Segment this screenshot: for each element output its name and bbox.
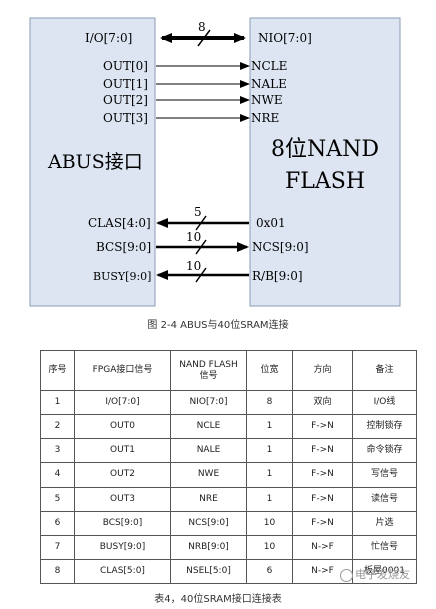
io-right-label: NIO[7:0] [258,31,312,45]
table-cell: 6 [246,558,293,585]
table-cell: 板屋0001 [352,558,417,585]
table-cell: 写信号 [352,462,417,488]
table-cell: 7 [40,534,75,560]
nale-label: NALE [251,77,287,91]
table-cell: F->N [292,486,353,512]
table-header-cell: FPGA接口信号 [74,350,171,391]
table-cell: F->N [292,414,353,440]
table-cell: 8 [40,558,75,585]
table-cell: 忙信号 [352,534,417,560]
table-cell: 3 [40,438,75,464]
table-cell: NSEL[5:0] [170,558,247,585]
table-cell: 读信号 [352,486,417,512]
const-label: 0x01 [256,216,286,230]
table-cell: 命令锁存 [352,438,417,464]
busy-slash [195,267,207,283]
rb-label: R/B[9:0] [252,269,303,283]
table-cell: NALE [170,438,247,464]
out1-label: OUT[1] [103,77,148,91]
table-cell: OUT1 [74,438,171,464]
nre-label: NRE [251,111,279,125]
table-cell: 6 [40,510,75,536]
table-cell: F->N [292,438,353,464]
table-cell: 8 [246,389,293,416]
io-bus-slash [197,29,211,47]
table-header-cell: 序号 [40,350,75,391]
out0-label: OUT[0] [103,59,148,73]
table-header-cell: 备注 [352,350,417,391]
table-cell: 1 [246,486,293,512]
bcs-slash [195,239,207,255]
watermark-text: 电子发烧友 [355,568,410,581]
table-cell: 1 [40,389,75,416]
table-cell: 4 [40,462,75,488]
abus-interface-block [29,17,156,307]
io-left-label: I/O[7:0] [85,31,132,45]
ncle-label: NCLE [251,59,287,73]
table-cell: 5 [40,486,75,512]
table-cell: NRB[9:0] [170,534,247,560]
table-cell: N->F [292,534,353,560]
table-cell: 2 [40,414,75,440]
table-cell: F->N [292,462,353,488]
table-cell: I/O线 [352,389,417,416]
table-header-cell: 位宽 [246,350,293,391]
table-cell: BUSY[9:0] [74,534,171,560]
out3-label: OUT[3] [103,111,148,125]
figure-caption: 图 2-4 ABUS与40位SRAM连接 [147,320,289,331]
clas-slash [195,215,207,231]
table-caption: 表4，40位SRAM接口连接表 [154,594,282,605]
out2-label: OUT[2] [103,93,148,107]
busy-width: 10 [186,259,201,273]
table-cell: 10 [246,534,293,560]
table-header-cell: 方向 [292,350,353,391]
table-header-cell: NAND FLASH 信号 [170,350,247,391]
table-cell: NWE [170,462,247,488]
nwe-label: NWE [251,93,283,107]
table-cell: CLAS[5:0] [74,558,171,585]
table-cell: NIO[7:0] [170,389,247,416]
table-cell: 片选 [352,510,417,536]
table-cell: OUT0 [74,414,171,440]
table-cell: NCLE [170,414,247,440]
table-cell: 10 [246,510,293,536]
bcs-width: 10 [186,230,201,244]
nand-flash-block [249,17,401,307]
busy-label: BUSY[9:0] [93,270,151,283]
nand-block-title-line1: 8位NAND [271,137,379,162]
watermark-logo-icon [340,568,353,582]
table-cell: 1 [246,414,293,440]
clas-width: 5 [194,205,202,219]
table-cell: 控制锁存 [352,414,417,440]
nand-block-title-line2: FLASH [285,169,365,194]
table-cell: BCS[9:0] [74,510,171,536]
io-bus-width: 8 [198,20,206,34]
table-cell: NCS[9:0] [170,510,247,536]
table-cell: F->N [292,510,353,536]
table-cell: OUT2 [74,462,171,488]
table-cell: NRE [170,486,247,512]
clas-label: CLAS[4:0] [88,216,151,230]
abus-block-title: ABUS接口 [47,151,143,173]
ncs-label: NCS[9:0] [252,240,309,254]
table-cell: 1 [246,438,293,464]
bcs-label: BCS[9:0] [96,240,151,254]
table-cell: OUT3 [74,486,171,512]
table-cell: 双向 [292,389,353,416]
table-cell: I/O[7:0] [74,389,171,416]
connection-diagram: ABUS接口 8位NAND FLASH 8 I/O[7:0] NIO[7:0] … [29,17,401,307]
watermark: 电子发烧友 [340,566,410,582]
table-cell: 1 [246,462,293,488]
